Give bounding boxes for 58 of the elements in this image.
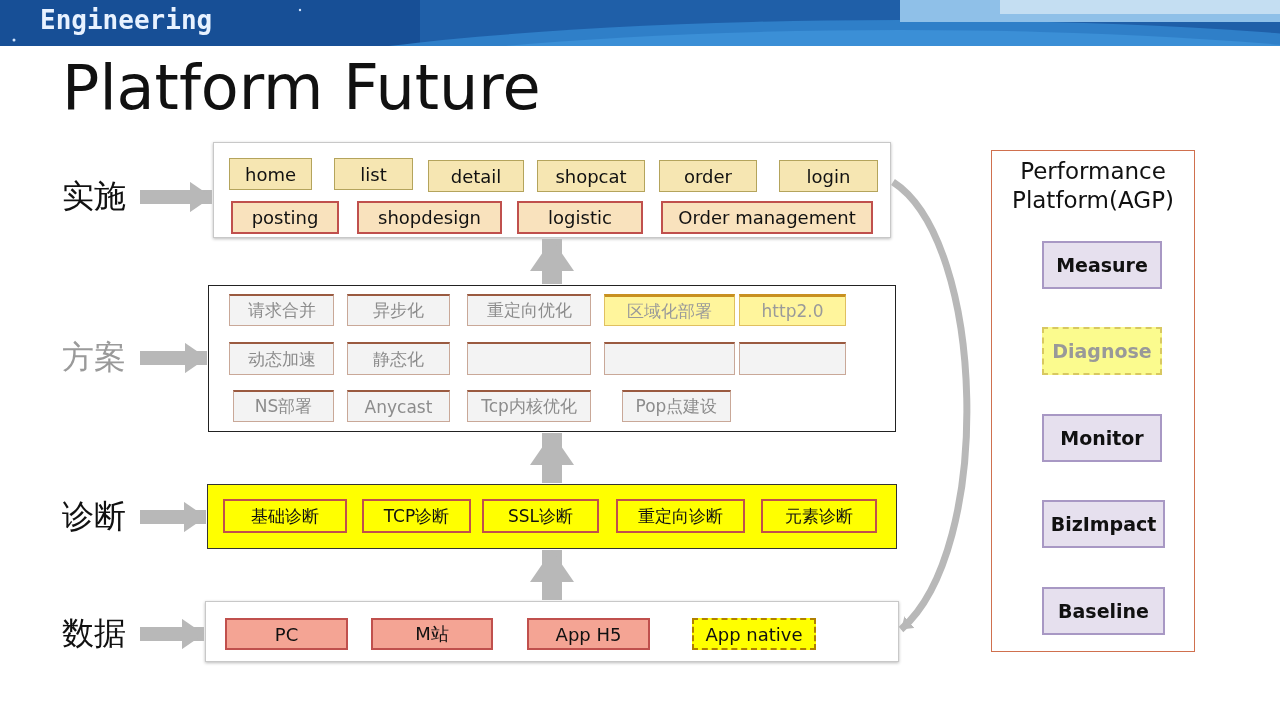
- item-box: shopcat: [537, 160, 645, 192]
- item-box: home: [229, 158, 312, 190]
- item-box: Pop点建设: [622, 390, 731, 422]
- item-box: http2.0: [739, 294, 846, 326]
- arrow: [890, 179, 971, 632]
- layer-panel: [213, 142, 891, 238]
- item-box: [467, 342, 591, 375]
- item-box: NS部署: [233, 390, 334, 422]
- layer-panel: [207, 484, 897, 549]
- arrow: [140, 342, 207, 374]
- layer-label: 实施: [62, 175, 138, 219]
- panel-heading: Performance Platform(AGP): [1011, 157, 1175, 215]
- item-box: detail: [428, 160, 524, 192]
- item-box: 异步化: [347, 294, 450, 326]
- item-box: Monitor: [1042, 414, 1162, 462]
- arrow: [140, 181, 212, 213]
- item-box: M站: [371, 618, 493, 650]
- item-box: 动态加速: [229, 342, 334, 375]
- layer-label: 方案: [62, 336, 138, 380]
- arrow: [530, 550, 574, 600]
- layer-label: 数据: [62, 612, 138, 656]
- item-box: 区域化部署: [604, 294, 735, 326]
- arrow: [140, 501, 206, 533]
- arrow: [140, 618, 204, 650]
- item-box: 元素诊断: [761, 499, 877, 533]
- item-box: 基础诊断: [223, 499, 347, 533]
- layer-label: 诊断: [62, 495, 138, 539]
- item-box: PC: [225, 618, 348, 650]
- item-box: 静态化: [347, 342, 450, 375]
- item-box: Order management: [661, 201, 873, 234]
- item-box: Anycast: [347, 390, 450, 422]
- layer-panel: [208, 285, 896, 432]
- item-box: TCP诊断: [362, 499, 471, 533]
- item-box: list: [334, 158, 413, 190]
- item-box: logistic: [517, 201, 643, 234]
- item-box: Diagnose: [1042, 327, 1162, 375]
- item-box: BizImpact: [1042, 500, 1165, 548]
- item-box: 重定向诊断: [616, 499, 745, 533]
- slide-title: Platform Future: [62, 50, 541, 126]
- arrow: [530, 239, 574, 284]
- item-box: App native: [692, 618, 816, 650]
- platform-panel: [991, 150, 1195, 652]
- item-box: App H5: [527, 618, 650, 650]
- item-box: 请求合并: [229, 294, 334, 326]
- item-box: Tcp内核优化: [467, 390, 591, 422]
- item-box: posting: [231, 201, 339, 234]
- item-box: SSL诊断: [482, 499, 599, 533]
- item-box: 重定向优化: [467, 294, 591, 326]
- item-box: login: [779, 160, 878, 192]
- item-box: Measure: [1042, 241, 1162, 289]
- item-box: order: [659, 160, 757, 192]
- item-box: [604, 342, 735, 375]
- item-box: shopdesign: [357, 201, 502, 234]
- banner-text: Engineering: [40, 5, 213, 35]
- item-box: Baseline: [1042, 587, 1165, 635]
- arrow: [530, 433, 574, 483]
- layer-panel: [205, 601, 899, 662]
- item-box: [739, 342, 846, 375]
